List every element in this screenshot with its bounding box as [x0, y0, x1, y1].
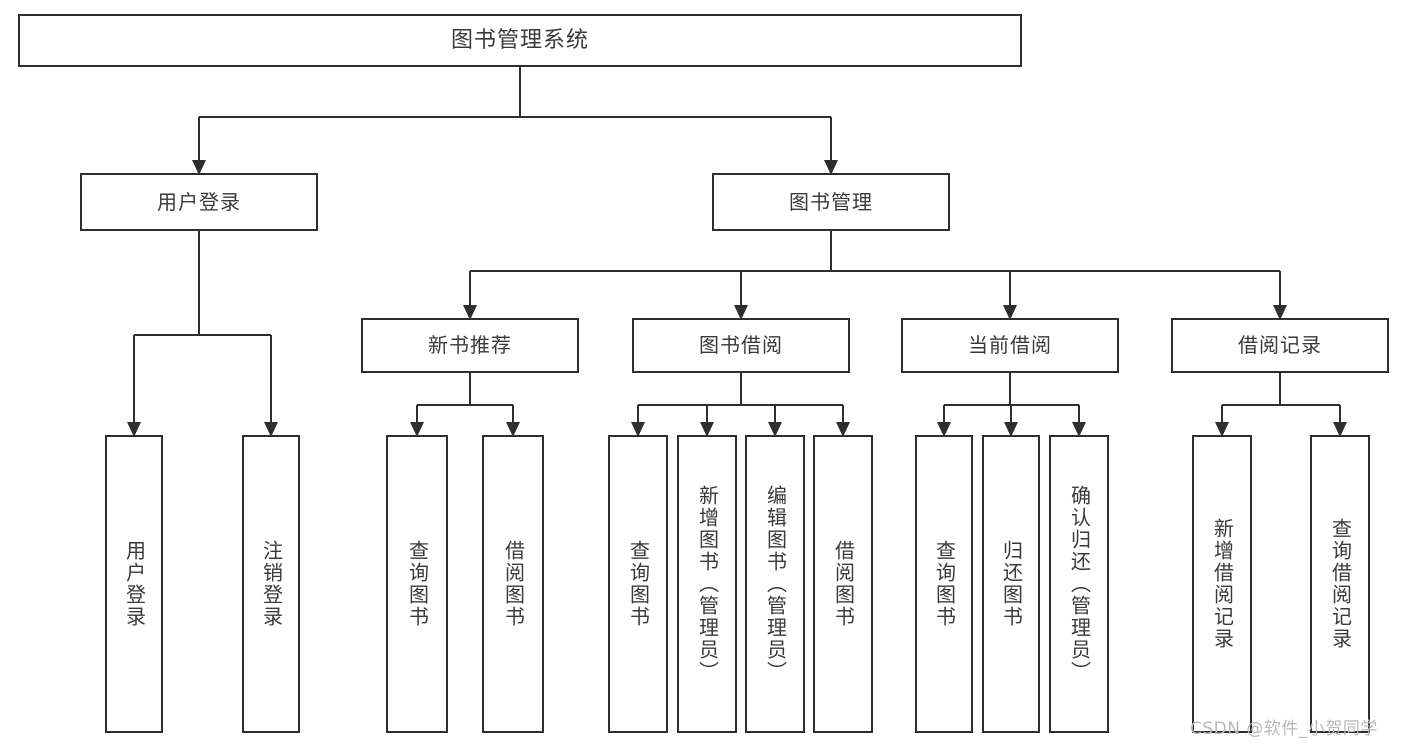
node-label: 新增图书（管理员） — [695, 485, 720, 683]
connector-drop-current-borrow — [1008, 271, 1012, 305]
connector-arrowhead-leaf-return-book — [1004, 422, 1018, 437]
connector-arrowhead-leaf-query-book-3 — [937, 422, 951, 437]
node-leaf-user-login[interactable]: 用户登录 — [105, 435, 163, 733]
connector-arrowhead-book-manage — [824, 160, 838, 175]
node-borrow-record[interactable]: 借阅记录 — [1171, 318, 1389, 373]
node-leaf-user-logout[interactable]: 注销登录 — [242, 435, 300, 733]
connector-drop-user-login — [197, 117, 201, 160]
connector-drop-book-borrow — [739, 271, 743, 305]
node-leaf-edit-book[interactable]: 编辑图书（管理员） — [745, 435, 805, 733]
connector-drop-leaf-borrow-book-1 — [511, 405, 515, 422]
connector-arrowhead-leaf-query-book-2 — [631, 422, 645, 437]
node-leaf-return-book[interactable]: 归还图书 — [982, 435, 1040, 733]
connector-bus-new-book-recommend — [417, 403, 513, 407]
connector-arrowhead-leaf-user-logout — [264, 422, 278, 437]
connector-bus-user-login — [134, 333, 271, 337]
node-label: 查询图书 — [405, 540, 430, 628]
node-label: 编辑图书（管理员） — [763, 485, 788, 683]
connector-bus-book-borrow — [638, 403, 843, 407]
node-leaf-borrow-book-1[interactable]: 借阅图书 — [482, 435, 544, 733]
connector-bus-book-manage — [470, 269, 1280, 273]
connector-arrowhead-user-login — [192, 160, 206, 175]
node-label: 用户登录 — [157, 189, 241, 214]
node-label: 新增借阅记录 — [1210, 518, 1235, 650]
connector-arrowhead-leaf-borrow-book-2 — [836, 422, 850, 437]
connector-arrowhead-leaf-query-record — [1333, 422, 1347, 437]
node-book-manage[interactable]: 图书管理 — [712, 173, 950, 231]
node-leaf-query-book-2[interactable]: 查询图书 — [608, 435, 668, 733]
connector-stem-root — [518, 67, 522, 117]
node-label: 查询图书 — [626, 540, 651, 628]
connector-stem-book-borrow — [739, 373, 743, 405]
connector-arrowhead-leaf-confirm-return — [1072, 422, 1086, 437]
connector-drop-leaf-query-book-1 — [415, 405, 419, 422]
node-label: 图书管理 — [789, 189, 873, 214]
node-label: 借阅图书 — [831, 540, 856, 628]
node-label: 新书推荐 — [428, 333, 512, 357]
node-label: 注销登录 — [259, 540, 284, 628]
node-label: 查询图书 — [932, 540, 957, 628]
connector-bus-root — [199, 115, 831, 119]
node-label: 图书管理系统 — [450, 27, 589, 53]
node-leaf-borrow-book-2[interactable]: 借阅图书 — [813, 435, 873, 733]
node-label: 用户登录 — [122, 540, 147, 628]
node-current-borrow[interactable]: 当前借阅 — [901, 318, 1119, 373]
node-leaf-confirm-return[interactable]: 确认归还（管理员） — [1049, 435, 1109, 733]
node-label: 借阅记录 — [1238, 333, 1322, 357]
connector-drop-leaf-confirm-return — [1077, 405, 1081, 422]
node-leaf-query-book-3[interactable]: 查询图书 — [915, 435, 973, 733]
connector-drop-leaf-query-book-3 — [942, 405, 946, 422]
connector-stem-new-book-recommend — [468, 373, 472, 405]
node-label: 当前借阅 — [968, 333, 1052, 357]
connector-drop-leaf-query-book-2 — [636, 405, 640, 422]
connector-drop-leaf-edit-book — [773, 405, 777, 422]
connector-bus-borrow-record — [1222, 403, 1340, 407]
node-root-system[interactable]: 图书管理系统 — [18, 14, 1022, 67]
connector-drop-new-book-recommend — [468, 271, 472, 305]
connector-arrowhead-current-borrow — [1003, 305, 1017, 320]
node-new-book-recommend[interactable]: 新书推荐 — [361, 318, 579, 373]
connector-arrowhead-leaf-edit-book — [768, 422, 782, 437]
node-label: 借阅图书 — [501, 540, 526, 628]
connector-drop-borrow-record — [1278, 271, 1282, 305]
node-user-login[interactable]: 用户登录 — [80, 173, 318, 231]
connector-stem-user-login — [197, 231, 201, 335]
connector-arrowhead-leaf-query-book-1 — [410, 422, 424, 437]
connector-arrowhead-borrow-record — [1273, 305, 1287, 320]
node-label: 确认归还（管理员） — [1067, 485, 1092, 683]
connector-drop-leaf-borrow-book-2 — [841, 405, 845, 422]
connector-drop-leaf-return-book — [1009, 405, 1013, 422]
connector-drop-leaf-user-logout — [269, 335, 273, 422]
node-label: 归还图书 — [999, 540, 1024, 628]
node-book-borrow[interactable]: 图书借阅 — [632, 318, 850, 373]
connector-drop-leaf-query-record — [1338, 405, 1342, 422]
node-leaf-query-book-1[interactable]: 查询图书 — [386, 435, 448, 733]
node-leaf-add-record[interactable]: 新增借阅记录 — [1192, 435, 1252, 733]
node-label: 图书借阅 — [699, 333, 783, 357]
connector-stem-borrow-record — [1278, 373, 1282, 405]
connector-arrowhead-leaf-add-record — [1215, 422, 1229, 437]
connector-stem-current-borrow — [1008, 373, 1012, 405]
node-leaf-query-record[interactable]: 查询借阅记录 — [1310, 435, 1370, 733]
connector-stem-book-manage — [829, 231, 833, 271]
node-leaf-add-book[interactable]: 新增图书（管理员） — [677, 435, 737, 733]
node-label: 查询借阅记录 — [1328, 518, 1353, 650]
connector-drop-book-manage — [829, 117, 833, 160]
connector-arrowhead-book-borrow — [734, 305, 748, 320]
connector-drop-leaf-add-record — [1220, 405, 1224, 422]
connector-drop-leaf-user-login — [132, 335, 136, 422]
connector-drop-leaf-add-book — [705, 405, 709, 422]
connector-arrowhead-leaf-borrow-book-1 — [506, 422, 520, 437]
connector-arrowhead-new-book-recommend — [463, 305, 477, 320]
connector-arrowhead-leaf-add-book — [700, 422, 714, 437]
connector-arrowhead-leaf-user-login — [127, 422, 141, 437]
